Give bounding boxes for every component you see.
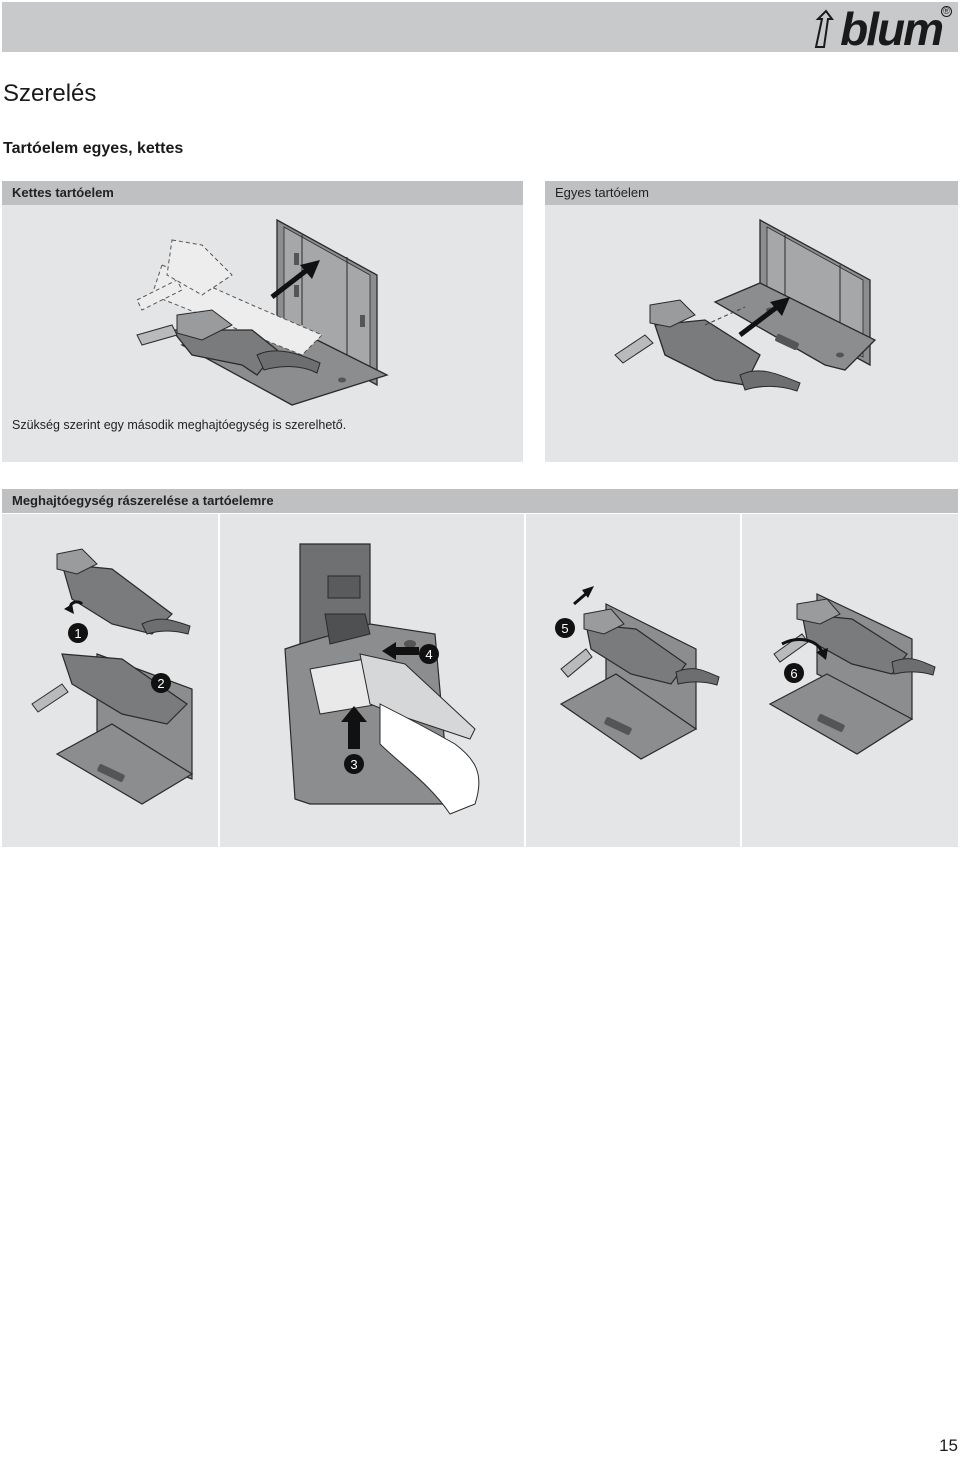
panel-double-bracket: Kettes tartóelem Szükség szerint egy más… xyxy=(2,181,523,462)
brand-logo: blum ® xyxy=(812,3,952,55)
step-badge-3: 3 xyxy=(344,754,364,774)
mounting-step-5: 5 xyxy=(526,514,740,847)
panel-mounting: Meghajtóegység rászerelése a tartóelemre… xyxy=(2,489,958,847)
svg-text:1: 1 xyxy=(74,626,81,641)
step-1-2-illustration: 1 2 xyxy=(31,548,194,805)
mounting-step-6: 6 xyxy=(742,514,958,847)
step-3-4-illustration: 3 4 xyxy=(284,543,480,815)
double-bracket-illustration xyxy=(136,218,389,406)
svg-text:3: 3 xyxy=(350,757,357,772)
logo-arrow-icon xyxy=(814,9,835,48)
svg-text:5: 5 xyxy=(561,621,568,636)
svg-text:6: 6 xyxy=(790,666,797,681)
page-title: Szerelés xyxy=(3,80,97,107)
step-badge-6: 6 xyxy=(784,663,804,683)
logo-text: blum xyxy=(840,3,944,55)
step-badge-1: 1 xyxy=(68,623,88,643)
registered-mark: ® xyxy=(941,6,952,17)
step-badge-2: 2 xyxy=(151,673,171,693)
step-4-arrow xyxy=(382,642,419,660)
step-badge-5: 5 xyxy=(555,618,575,638)
panel-header-single: Egyes tartóelem xyxy=(545,181,958,205)
step-badge-4: 4 xyxy=(419,644,439,664)
panel-header-mounting: Meghajtóegység rászerelése a tartóelemre xyxy=(2,489,958,513)
svg-text:2: 2 xyxy=(157,676,164,691)
page-number: 15 xyxy=(939,1436,958,1455)
panel-caption-double: Szükség szerint egy második meghajtóegys… xyxy=(12,418,347,432)
single-bracket-illustration xyxy=(614,218,877,392)
step-6-illustration: 6 xyxy=(768,593,936,755)
panel-header-double: Kettes tartóelem xyxy=(2,181,523,205)
section-title: Tartóelem egyes, kettes xyxy=(3,140,184,157)
header-bar: blum ® xyxy=(2,2,958,52)
step-5-illustration: 5 xyxy=(555,586,720,760)
step-3-arrow xyxy=(341,706,367,749)
panel-single-bracket: Egyes tartóelem xyxy=(545,181,958,462)
svg-text:4: 4 xyxy=(425,647,432,662)
mounting-step-3-4: 3 4 xyxy=(220,514,524,847)
mounting-step-1-2: 1 2 xyxy=(2,514,218,847)
